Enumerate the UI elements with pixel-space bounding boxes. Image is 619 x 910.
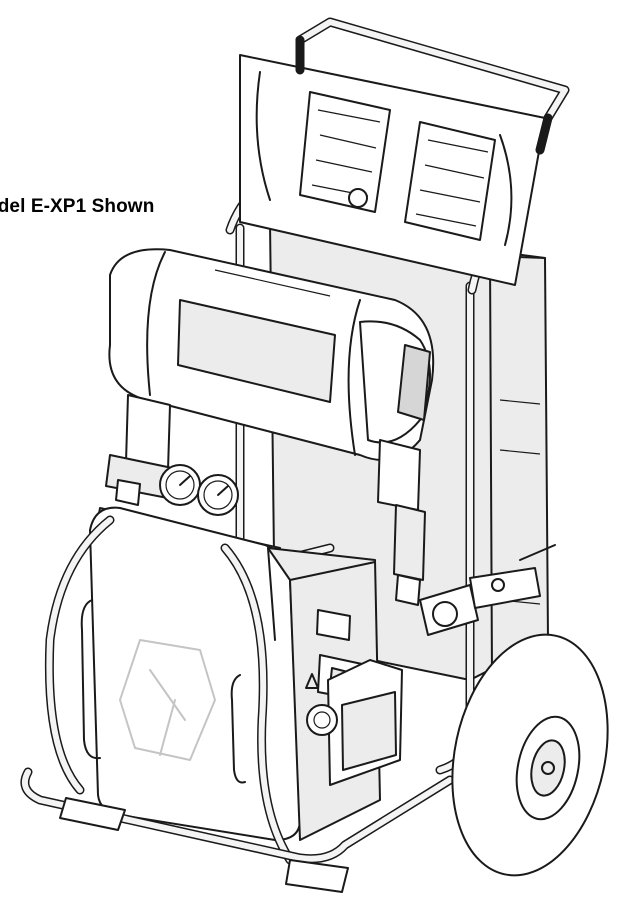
base-frame — [20, 767, 455, 893]
cart-wheel — [451, 633, 609, 877]
access-panel — [341, 691, 397, 771]
pressure-gauges — [159, 464, 239, 516]
warning-triangle-icon — [305, 673, 319, 689]
hoses — [44, 515, 295, 865]
pump-right — [377, 439, 426, 606]
brand-logo — [119, 639, 216, 761]
motor-housing — [108, 248, 435, 461]
lower-cabinet — [80, 506, 403, 841]
indicator-window — [316, 609, 351, 641]
pressure-display-right — [404, 121, 496, 241]
power-knob-icon — [348, 188, 368, 208]
pressure-display-left — [299, 91, 391, 213]
figure-caption: odel E-XP1 Shown — [0, 196, 155, 217]
cord-grip-icon — [306, 704, 338, 736]
control-panel — [239, 17, 570, 286]
